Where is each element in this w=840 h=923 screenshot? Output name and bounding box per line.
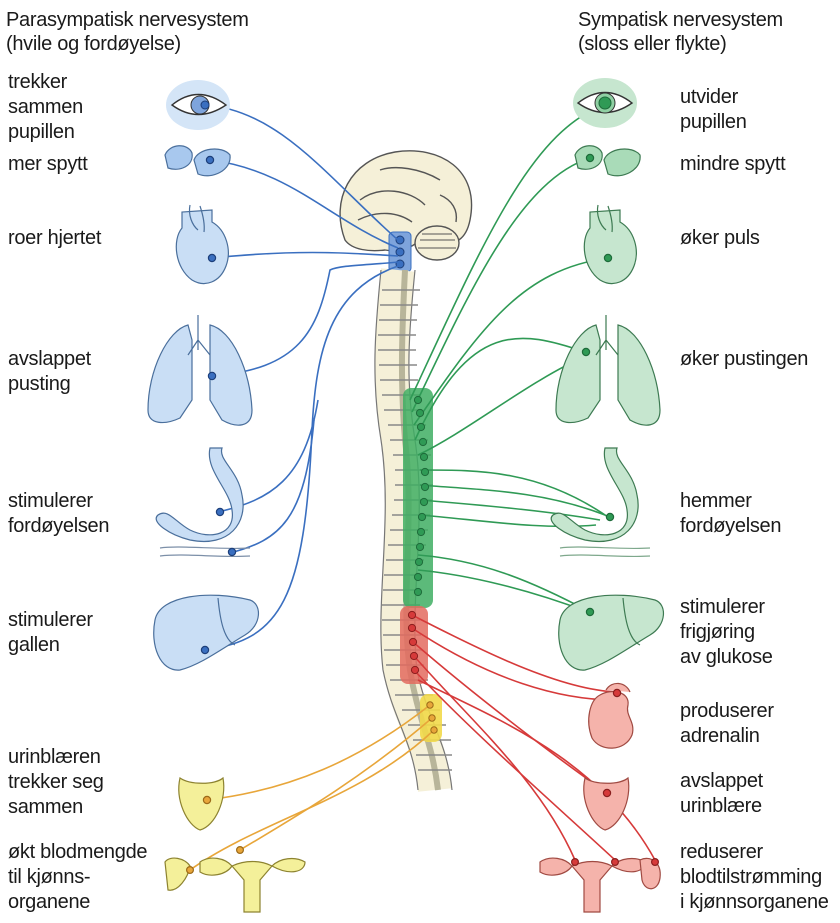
left-eye — [166, 80, 230, 130]
right-liver — [559, 595, 664, 670]
brainstem-parasympathetic-nuclei — [389, 232, 411, 272]
right-reproductive-organs — [540, 858, 660, 912]
right-lungs — [556, 315, 660, 425]
left-salivary-glands — [165, 146, 230, 176]
left-bladder — [179, 778, 224, 830]
left-heart — [176, 205, 228, 284]
left-organ-endpoints — [208, 372, 215, 379]
left-liver — [154, 595, 259, 670]
right-eye — [573, 78, 637, 128]
left-reproductive-organs — [165, 847, 305, 912]
right-heart — [584, 205, 636, 284]
right-salivary-glands — [575, 146, 640, 176]
left-lungs — [148, 315, 252, 425]
right-adrenal-kidney — [589, 683, 633, 748]
sacral-parasympathetic-nerves — [190, 705, 434, 870]
right-bladder — [584, 778, 629, 830]
spinal-column — [375, 270, 452, 790]
left-stomach — [156, 448, 250, 556]
